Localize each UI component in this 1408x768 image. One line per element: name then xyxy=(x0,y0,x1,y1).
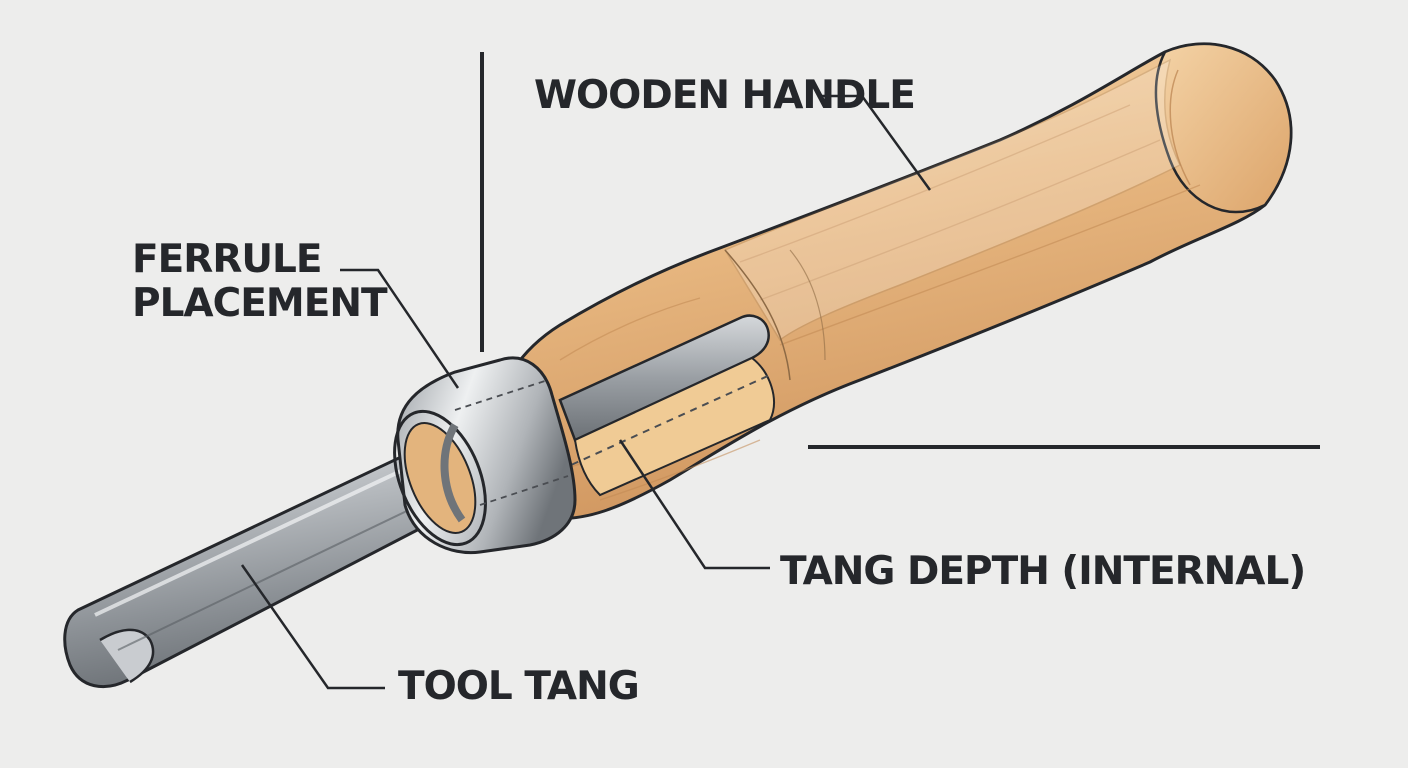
internal-tang-rod xyxy=(558,314,770,442)
ferrule-front-rim xyxy=(393,409,487,547)
leader-tang-depth xyxy=(618,439,770,570)
label-ferrule-line1: FERRULE xyxy=(132,237,323,282)
leader-wooden-handle xyxy=(822,94,932,191)
label-ferrule-line2: PLACEMENT xyxy=(132,281,388,326)
ferrule-dashed-line-2 xyxy=(479,475,569,506)
label-wooden-handle: WOODEN HANDLE xyxy=(534,73,916,118)
label-ferrule-placement: FERRULE PLACEMENT xyxy=(132,237,388,326)
tang-tip-groove xyxy=(99,628,155,684)
label-tang-depth: TANG DEPTH (INTERNAL) xyxy=(780,549,1306,594)
bore-cut-face xyxy=(573,356,775,497)
leader-tool-tang xyxy=(240,564,385,690)
label-tool-tang: TOOL TANG xyxy=(398,664,640,709)
leader-ferrule xyxy=(340,268,460,389)
handle-end-cap xyxy=(1154,42,1293,214)
ferrule-dashed-line-1 xyxy=(454,379,549,411)
